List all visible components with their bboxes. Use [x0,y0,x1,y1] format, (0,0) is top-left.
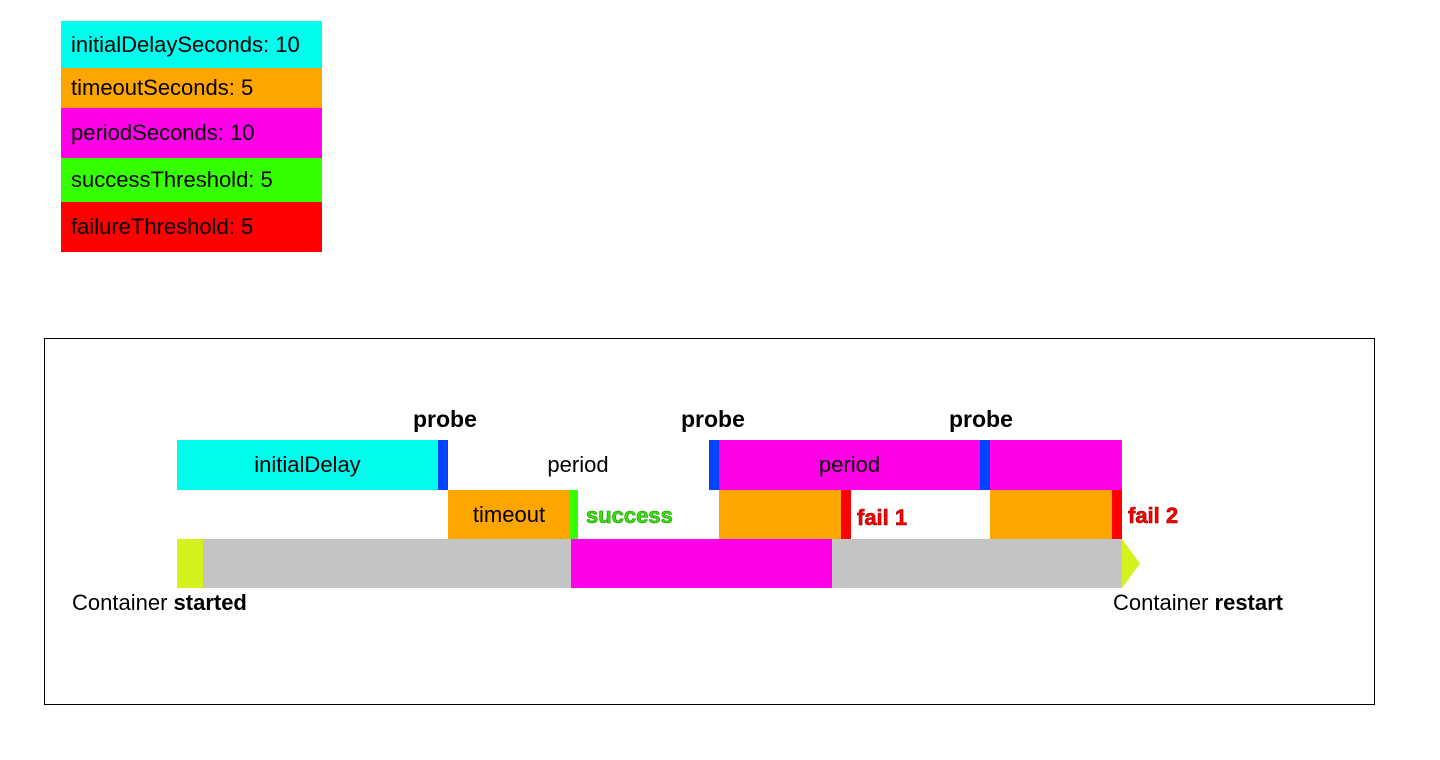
period-block-2 [990,440,1122,490]
timeout-label: timeout [472,501,546,527]
container-restart-bold: restart [1214,590,1283,615]
initial-delay-block: initialDelay [177,440,438,490]
probe-label-2: probe [681,406,745,432]
period-gap-block: period [448,440,708,490]
legend-failure-threshold: failureThreshold: 5 [61,202,322,252]
legend-period-label: periodSeconds: 10 [71,120,255,145]
container-started-bold: started [173,590,247,615]
success-marker [570,490,578,539]
container-restart-prefix: Container [1113,590,1209,615]
fail-1-label: fail 1 [857,505,908,531]
probe-label-3: probe [949,406,1013,432]
container-restart-caption: Container restart [1113,590,1283,616]
legend-failure-threshold-label: failureThreshold: 5 [71,214,254,239]
legend-initial-delay-label: initialDelaySeconds: 10 [71,31,300,57]
period-block: period [719,440,980,490]
timeline-bar-1 [203,539,571,588]
timeline-bar-2 [832,539,1122,588]
timeline-end-arrow-icon [1122,539,1140,588]
fail-marker-2 [1112,490,1122,539]
timeline-period-segment [571,539,832,588]
container-started-caption: Container started [72,590,247,616]
legend-initial-delay: initialDelaySeconds: 10 [61,21,322,68]
timeline-start-marker [177,539,203,588]
probe-marker-2 [709,440,719,490]
period-label-2: period [818,452,881,477]
timeout-block-2 [719,490,841,539]
initial-delay-label: initialDelay [254,452,361,477]
probe-timeline-frame [44,338,1375,705]
probe-marker-1 [438,440,448,490]
probe-marker-3 [980,440,990,490]
period-label-1: period [547,452,609,477]
timeout-block-3 [990,490,1112,539]
fail-2-label: fail 2 [1128,503,1179,529]
legend-success-threshold-label: successThreshold: 5 [71,167,273,192]
container-started-prefix: Container [72,590,168,615]
legend-period: periodSeconds: 10 [61,108,322,158]
success-label: success [586,503,673,529]
timeout-block-1: timeout [448,490,570,539]
legend-timeout: timeoutSeconds: 5 [61,68,322,108]
probe-label-1: probe [413,406,477,432]
legend-timeout-label: timeoutSeconds: 5 [71,75,254,100]
fail-marker-1 [841,490,851,539]
legend-success-threshold: successThreshold: 5 [61,158,322,202]
